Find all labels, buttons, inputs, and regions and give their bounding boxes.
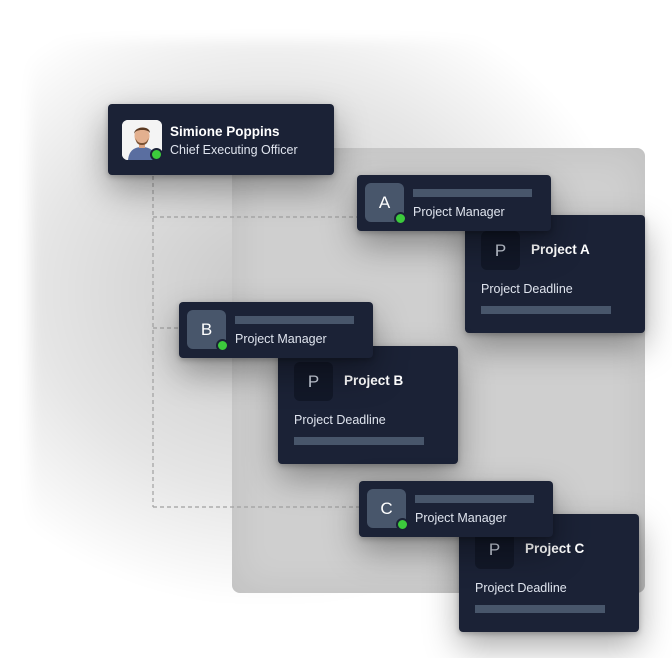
- manager-name-placeholder: [413, 189, 532, 197]
- ceo-card[interactable]: Simione Poppins Chief Executing Officer: [108, 104, 334, 175]
- project-deadline-bar: [481, 306, 611, 314]
- project-deadline-label: Project Deadline: [475, 581, 567, 595]
- ceo-avatar: [122, 120, 163, 161]
- ceo-title: Chief Executing Officer: [170, 143, 298, 157]
- manager-role: Project Manager: [235, 332, 327, 346]
- project-deadline-label: Project Deadline: [294, 413, 386, 427]
- online-status-dot: [216, 339, 229, 352]
- manager-card-a[interactable]: A Project Manager: [357, 175, 551, 231]
- manager-name-placeholder: [415, 495, 534, 503]
- online-status-dot: [394, 212, 407, 225]
- project-icon: P: [294, 362, 333, 401]
- project-deadline-bar: [294, 437, 424, 445]
- project-name: Project A: [531, 242, 590, 257]
- project-card-b[interactable]: P Project B Project Deadline: [278, 346, 458, 464]
- ceo-name: Simione Poppins: [170, 124, 280, 139]
- project-name: Project B: [344, 373, 404, 388]
- online-status-dot: [396, 518, 409, 531]
- project-deadline-bar: [475, 605, 605, 613]
- manager-card-c[interactable]: C Project Manager: [359, 481, 553, 537]
- project-deadline-label: Project Deadline: [481, 282, 573, 296]
- project-name: Project C: [525, 541, 585, 556]
- online-status-dot: [150, 148, 163, 161]
- manager-role: Project Manager: [415, 511, 507, 525]
- project-icon: P: [481, 231, 520, 270]
- manager-name-placeholder: [235, 316, 354, 324]
- project-card-a[interactable]: P Project A Project Deadline: [465, 215, 645, 333]
- manager-card-b[interactable]: B Project Manager: [179, 302, 373, 358]
- manager-role: Project Manager: [413, 205, 505, 219]
